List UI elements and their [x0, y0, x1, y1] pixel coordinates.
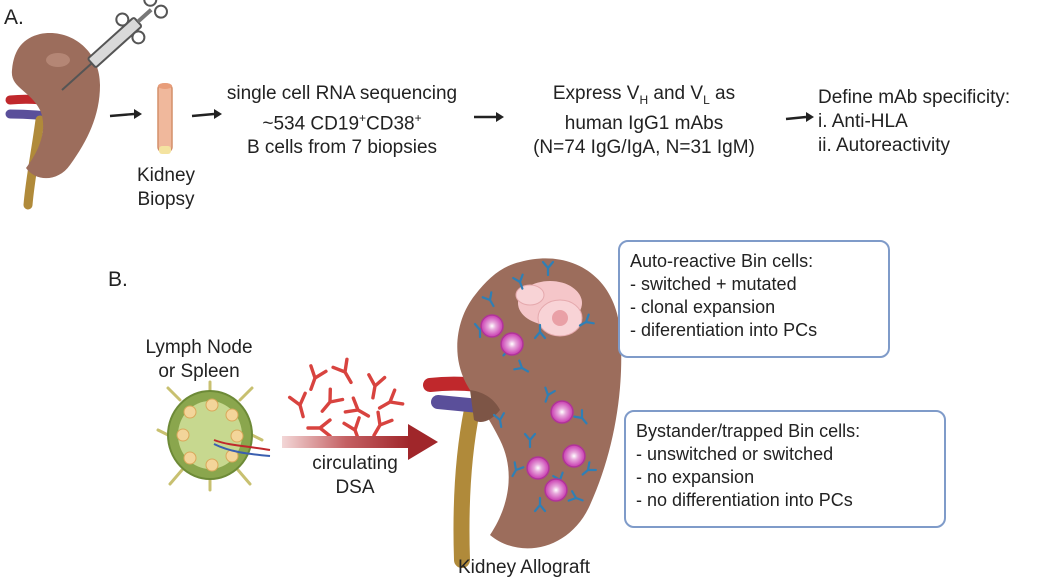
- autoreactive-title: Auto-reactive Bin cells:: [630, 251, 814, 271]
- circulating-antibodies: [287, 357, 405, 446]
- sequencing-line3: B cells from 7 biopsies: [246, 137, 438, 159]
- express-step: Express VH and VL as human IgG1 mAbs (N=…: [506, 82, 782, 160]
- bystander-item-2: - no expansion: [636, 467, 755, 487]
- express-line1: Express VH and VL as: [552, 83, 736, 107]
- kidney-allograft-illustration: [423, 258, 622, 568]
- define-step: Define mAb specificity: i. Anti-HLA ii. …: [818, 86, 1046, 158]
- express-line2: human IgG1 mAbs: [564, 112, 724, 134]
- dsa-caption-line2: DSA: [335, 477, 375, 498]
- define-item-2: ii. Autoreactivity: [818, 135, 950, 156]
- express-line3: (N=74 IgG/IgA, N=31 IgM): [533, 136, 755, 158]
- sequencing-line2: ~534 CD19+CD38+: [262, 111, 422, 135]
- panel-b-label: B.: [108, 268, 128, 291]
- bystander-title: Bystander/trapped Bin cells:: [636, 421, 861, 441]
- bystander-item-3: - no differentiation into PCs: [636, 490, 853, 510]
- lymph-node-caption-line1: Lymph Node: [145, 337, 253, 358]
- dsa-caption: circulating DSA: [300, 452, 410, 500]
- autoreactive-item-3: - diferentiation into PCs: [630, 320, 818, 340]
- dsa-arrow: [282, 424, 438, 460]
- flow-arrow-3: [474, 112, 504, 122]
- dsa-caption-line1: circulating: [312, 453, 398, 474]
- b-cells: [480, 314, 586, 502]
- define-title: Define mAb specificity:: [818, 87, 1011, 108]
- define-item-1: i. Anti-HLA: [818, 111, 908, 132]
- bystander-box: Bystander/trapped Bin cells: - unswitche…: [624, 410, 946, 528]
- kidney-biopsy-illustration: [5, 0, 168, 210]
- flow-arrow-4: [785, 112, 814, 122]
- flow-arrow-1: [109, 109, 142, 119]
- lymph-node-caption: Lymph Node or Spleen: [124, 336, 274, 384]
- lymph-node-illustration: [156, 380, 271, 492]
- lymph-node-caption-line2: or Spleen: [158, 361, 240, 382]
- allograft-caption: Kidney Allograft: [457, 557, 591, 578]
- autoreactive-item-1: - switched + mutated: [630, 274, 797, 294]
- autoreactive-item-2: - clonal expansion: [630, 297, 776, 317]
- sequencing-step: single cell RNA sequencing ~534 CD19+CD3…: [206, 82, 478, 160]
- autoreactive-box: Auto-reactive Bin cells: - switched + mu…: [618, 240, 890, 358]
- bystander-item-1: - unswitched or switched: [636, 444, 834, 464]
- biopsy-core-icon: [157, 83, 173, 154]
- panel-a-label: A.: [4, 6, 24, 29]
- biopsy-caption-line2: Biopsy: [137, 189, 195, 210]
- sequencing-line1: single cell RNA sequencing: [226, 83, 458, 104]
- flow-arrow-2: [191, 109, 222, 119]
- biopsy-caption-line1: Kidney: [136, 165, 196, 186]
- biopsy-caption: Kidney Biopsy: [118, 164, 214, 212]
